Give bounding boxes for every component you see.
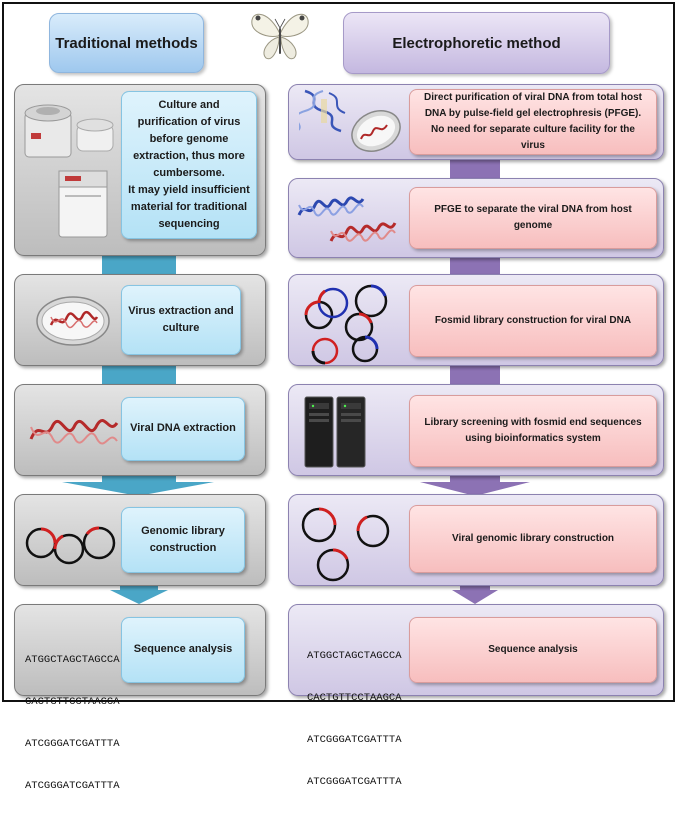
- traditional-step-3: Viral DNA extraction: [14, 384, 266, 476]
- traditional-step-4: Genomic library construction: [14, 494, 266, 586]
- sequence-line: ATCGGGATCGATTTA: [307, 776, 402, 788]
- traditional-step-label: Sequence analysis: [121, 617, 245, 683]
- electrophoretic-step-label: Library screening with fosmid end sequen…: [409, 395, 657, 467]
- flow-arrow: [452, 586, 498, 604]
- sequence-line: ATCGGGATCGATTTA: [307, 734, 402, 746]
- flow-connector: [102, 366, 176, 384]
- electrophoretic-method-header: Electrophoretic method: [343, 12, 610, 74]
- sequence-text: ATGGCTAGCTAGCCA CACTGTTCCTAAGCA ATCGGGAT…: [307, 621, 402, 817]
- electrophoretic-step-1: Direct purification of viral DNA from to…: [288, 84, 664, 160]
- lab-equipment-icon: [24, 104, 114, 238]
- sequence-line: ATGGCTAGCTAGCCA: [307, 650, 402, 662]
- electrophoretic-step-2: PFGE to separate the viral DNA from host…: [288, 178, 664, 258]
- electrophoretic-step-5: Viral genomic library construction: [288, 494, 664, 586]
- flow-connector: [450, 160, 500, 178]
- electrophoretic-step-label: PFGE to separate the viral DNA from host…: [409, 187, 657, 249]
- sequence-line: ATCGGGATCGATTTA: [25, 780, 120, 792]
- plasmid-rings-icon: [304, 284, 388, 365]
- traditional-step-2: Virus extraction and culture: [14, 274, 266, 366]
- sequence-line: ATGGCTAGCTAGCCA: [25, 654, 120, 666]
- dna-helix-icon: [29, 418, 119, 445]
- flow-connector: [450, 257, 500, 275]
- petri-dish-icon: [36, 296, 110, 346]
- sequence-line: CACTGTTCCTAAGCA: [307, 692, 402, 704]
- butterfly-icon: [251, 13, 309, 60]
- traditional-step-label: Genomic library construction: [121, 507, 245, 573]
- traditional-step-label: Viral DNA extraction: [121, 397, 245, 461]
- petri-dish-icon: [351, 110, 401, 152]
- flow-arrow: [110, 586, 168, 604]
- traditional-step-5: ATGGCTAGCTAGCCA CACTGTTCCTAAGCA ATCGGGAT…: [14, 604, 266, 792]
- dna-helix-icon: [297, 196, 397, 242]
- traditional-step-label: Virus extraction and culture: [121, 285, 241, 355]
- flow-connector: [102, 476, 176, 484]
- traditional-methods-header: Traditional methods: [49, 13, 204, 73]
- traditional-step-label: Culture and purification of virus before…: [121, 91, 257, 239]
- electrophoretic-step-3: Fosmid library construction for viral DN…: [288, 274, 664, 366]
- electrophoretic-step-label: Sequence analysis: [409, 617, 657, 683]
- flow-arrow: [420, 482, 530, 496]
- electrophoretic-step-4: Library screening with fosmid end sequen…: [288, 384, 664, 476]
- plasmid-rings-icon: [301, 507, 390, 582]
- electrophoretic-step-6: ATGGCTAGCTAGCCA CACTGTTCCTAAGCA ATCGGGAT…: [288, 604, 664, 788]
- plasmid-rings-icon: [25, 526, 116, 565]
- dna-helix-icon: [299, 89, 346, 133]
- flow-arrow: [62, 482, 214, 496]
- sequence-text: ATGGCTAGCTAGCCA CACTGTTCCTAAGCA ATCGGGAT…: [25, 625, 120, 821]
- diagram-frame: [2, 2, 675, 702]
- flow-connector: [450, 366, 500, 384]
- electrophoretic-step-label: Direct purification of viral DNA from to…: [409, 89, 657, 155]
- electrophoretic-step-label: Viral genomic library construction: [409, 505, 657, 573]
- traditional-step-1: Culture and purification of virus before…: [14, 84, 266, 256]
- sequence-line: ATCGGGATCGATTTA: [25, 738, 120, 750]
- flow-connector: [450, 476, 500, 484]
- sequence-line: CACTGTTCCTAAGCA: [25, 696, 120, 708]
- electrophoretic-step-label: Fosmid library construction for viral DN…: [409, 285, 657, 357]
- flow-connector: [102, 256, 176, 274]
- server-rack-icon: [304, 396, 366, 468]
